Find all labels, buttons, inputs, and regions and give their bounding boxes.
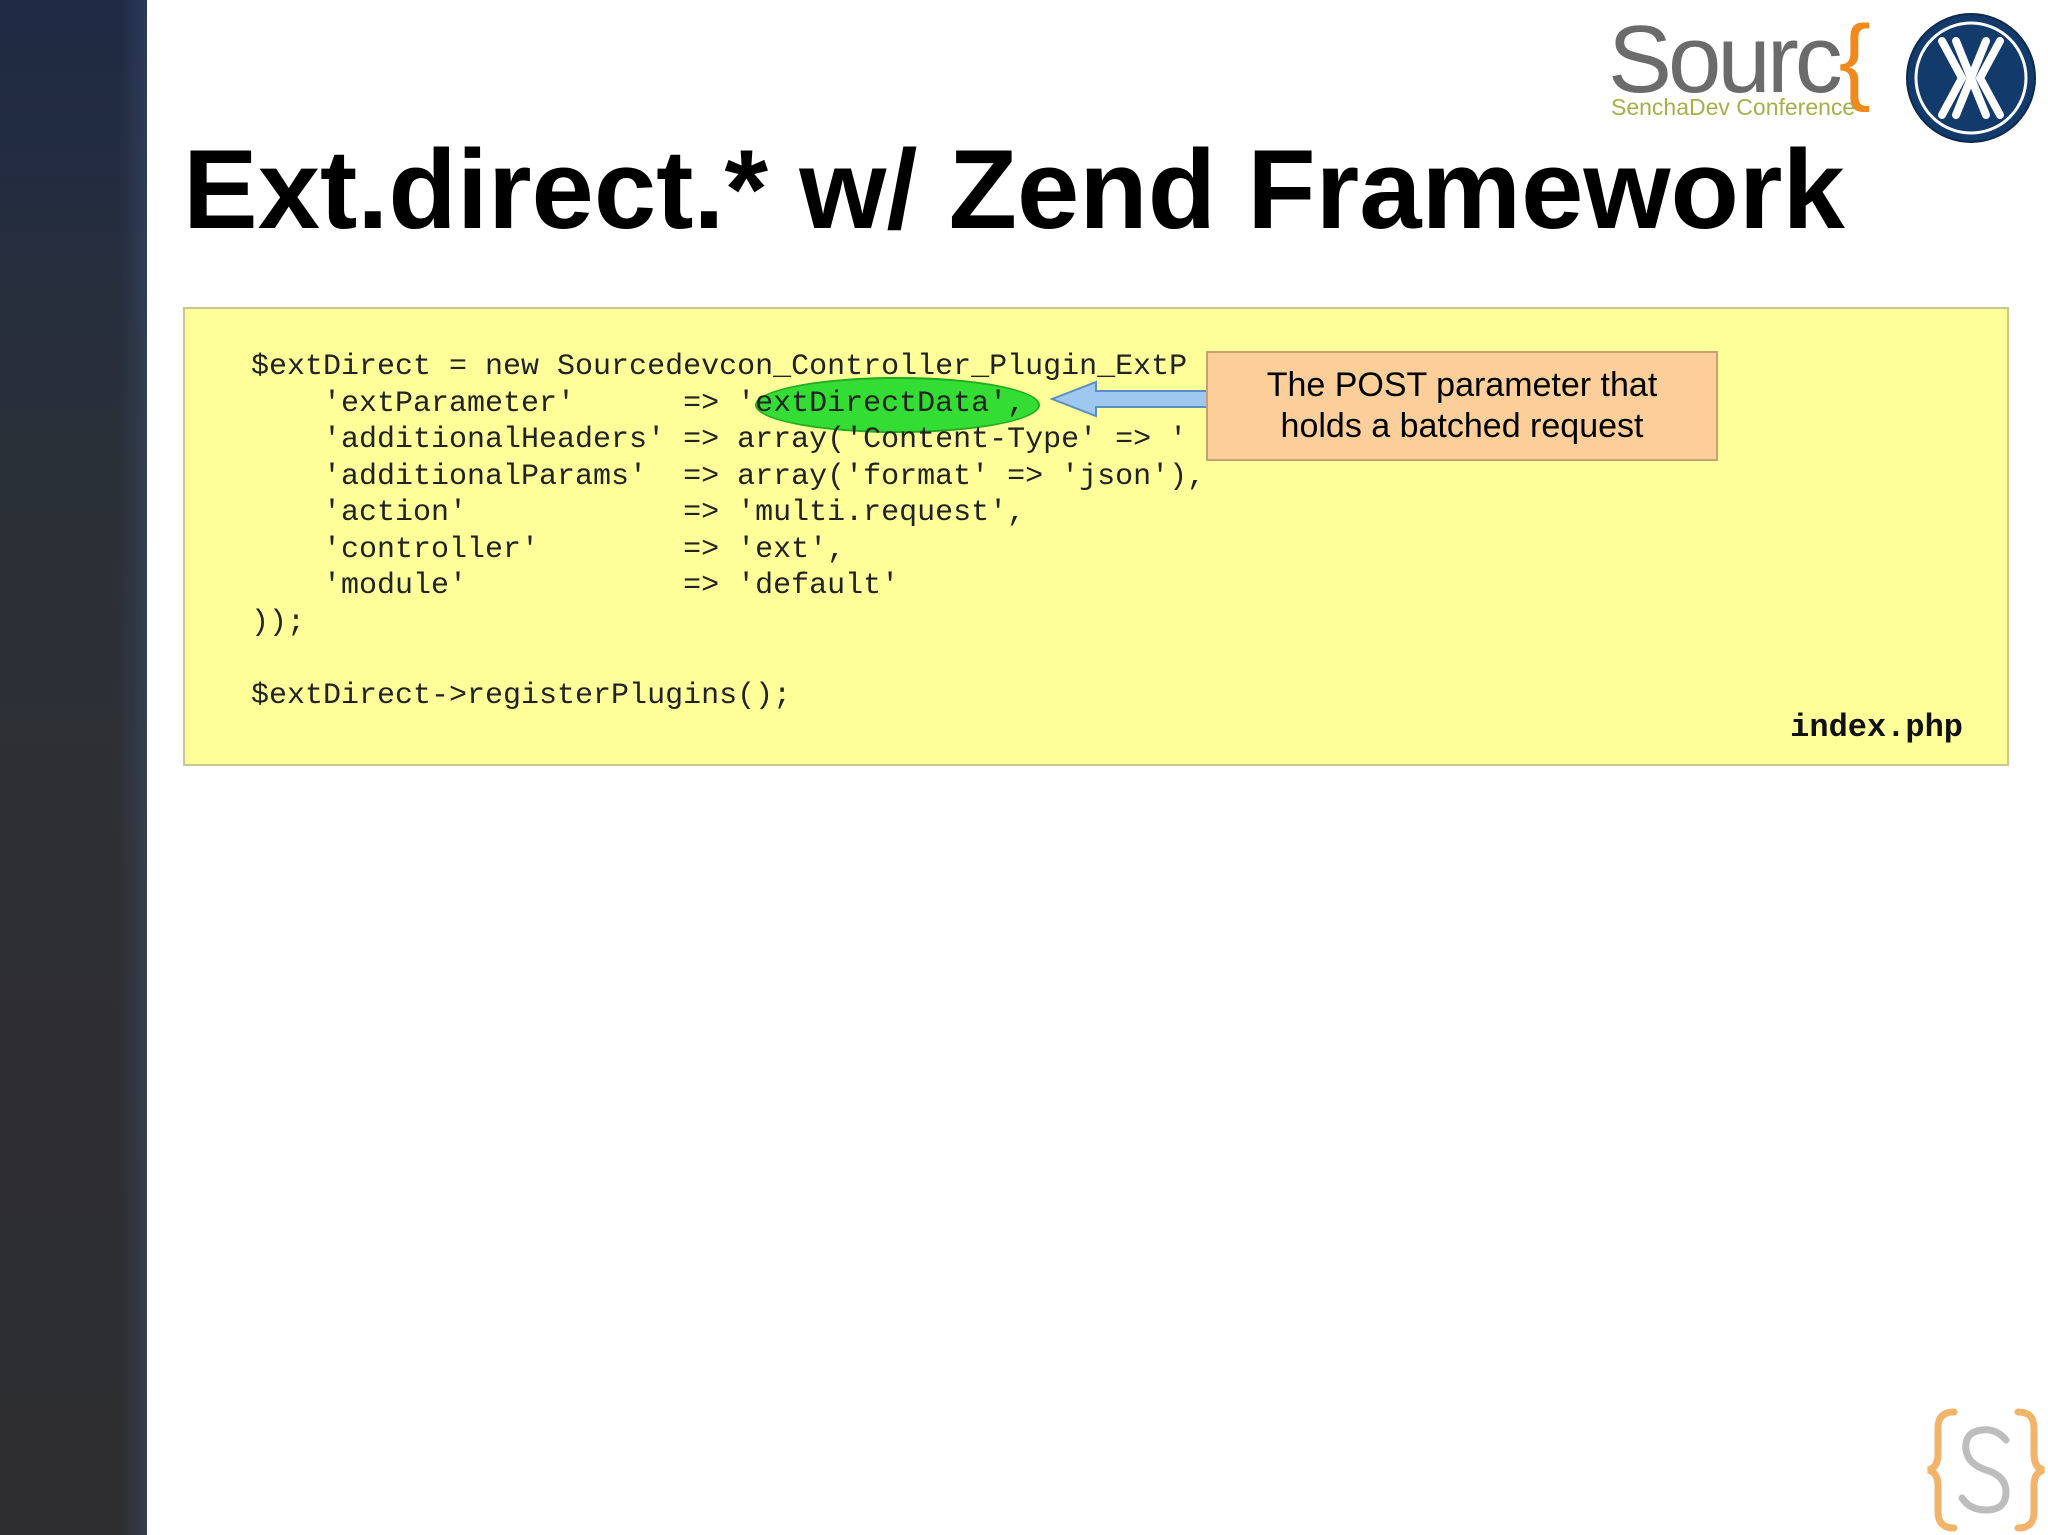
code-block: $extDirect = new Sourcedevcon_Controller… bbox=[183, 307, 2009, 766]
slide-title: Ext.direct.* w/ Zend Framework bbox=[183, 127, 1845, 252]
left-arrow-icon bbox=[1050, 380, 1209, 418]
kk-emblem-icon bbox=[1906, 13, 2036, 143]
code-line bbox=[251, 641, 1205, 678]
logo-brace: { bbox=[1838, 6, 1871, 113]
callout-box: The POST parameter that holds a batched … bbox=[1206, 351, 1718, 461]
code-line: $extDirect->registerPlugins(); bbox=[251, 678, 792, 713]
code-line: $extDirect = new Sourcedevcon_Controller… bbox=[251, 350, 1188, 384]
code-line: 'action' => 'multi.request', bbox=[251, 496, 1026, 530]
sourcedevcon-logo: Sourc{ SenchaDev Conference bbox=[1608, 10, 1878, 125]
sidebar-strip bbox=[0, 0, 147, 1535]
callout-line: The POST parameter that bbox=[1266, 366, 1658, 404]
code-line: )); bbox=[251, 605, 306, 640]
logo-subtitle: SenchaDev Conference bbox=[1611, 94, 1856, 120]
file-name-label: index.php bbox=[1790, 709, 1963, 746]
code-line: 'additionalParams' => array('format' => … bbox=[251, 459, 1206, 494]
code-line: 'additionalHeaders' => array('Content-Ty… bbox=[251, 423, 1188, 457]
corner-logo-icon bbox=[1927, 1408, 2045, 1532]
code-line: 'module' => 'default' bbox=[251, 569, 900, 603]
code-listing: $extDirect = new Sourcedevcon_Controller… bbox=[251, 349, 1205, 714]
code-line: 'controller' => 'ext', bbox=[251, 532, 846, 567]
code-line: 'extParameter' => 'extDirectData', bbox=[251, 386, 1026, 421]
parameter-highlight bbox=[755, 377, 1040, 433]
logo-wordmark: Sourc{ bbox=[1608, 6, 1871, 113]
callout-line: holds a batched request bbox=[1280, 407, 1644, 445]
